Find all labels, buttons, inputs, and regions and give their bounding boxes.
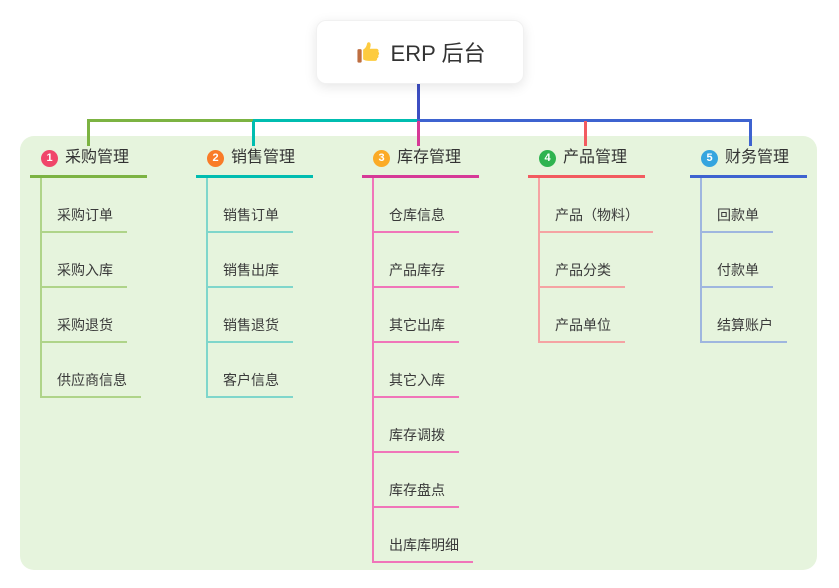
- connector-bus-green: [87, 119, 253, 122]
- connector-bus-teal: [253, 119, 417, 122]
- node-stock-transfer[interactable]: 库存调拨: [374, 398, 459, 453]
- node-settlement-account[interactable]: 结算账户: [702, 288, 787, 343]
- branch-label: 销售管理: [231, 149, 296, 166]
- node-purchase-return[interactable]: 采购退货: [42, 288, 127, 343]
- badge-5: 5: [701, 149, 718, 167]
- node-payment-bill[interactable]: 付款单: [702, 233, 773, 288]
- node-product-unit[interactable]: 产品单位: [540, 288, 625, 343]
- node-supplier-info[interactable]: 供应商信息: [42, 343, 141, 398]
- node-purchase-inbound[interactable]: 采购入库: [42, 233, 127, 288]
- connector-root-drop: [417, 84, 420, 122]
- node-sales-outbound[interactable]: 销售出库: [208, 233, 293, 288]
- branch-children: 仓库信息 产品库存 其它出库 其它入库 库存调拨 库存盘点 出库库明细: [372, 178, 479, 563]
- branch-children: 销售订单 销售出库 销售退货 客户信息: [206, 178, 313, 398]
- branch-title-purchase[interactable]: 1 采购管理: [30, 146, 147, 178]
- branch-children: 采购订单 采购入库 采购退货 供应商信息: [40, 178, 147, 398]
- node-product-category[interactable]: 产品分类: [540, 233, 625, 288]
- branch-product: 4 产品管理 产品（物料） 产品分类 产品单位: [528, 146, 653, 343]
- node-other-outbound[interactable]: 其它出库: [374, 288, 459, 343]
- background-panel: [20, 136, 817, 570]
- branch-purchase: 1 采购管理 采购订单 采购入库 采购退货 供应商信息: [30, 146, 147, 398]
- node-product-stock[interactable]: 产品库存: [374, 233, 459, 288]
- connector-drop-product: [584, 121, 587, 146]
- root-label: ERP 后台: [390, 41, 486, 66]
- node-customer-info[interactable]: 客户信息: [208, 343, 293, 398]
- branch-title-product[interactable]: 4 产品管理: [528, 146, 645, 178]
- node-sales-order[interactable]: 销售订单: [208, 178, 293, 233]
- branch-label: 库存管理: [397, 149, 462, 166]
- branch-sales: 2 销售管理 销售订单 销售出库 销售退货 客户信息: [196, 146, 313, 398]
- thumbs-up-icon: [355, 39, 381, 65]
- branch-title-inventory[interactable]: 3 库存管理: [362, 146, 479, 178]
- root-node[interactable]: ERP 后台: [316, 20, 524, 84]
- branch-inventory: 3 库存管理 仓库信息 产品库存 其它出库 其它入库 库存调拨 库存盘点 出库库…: [362, 146, 479, 563]
- badge-4: 4: [539, 149, 556, 167]
- badge-2: 2: [207, 149, 224, 167]
- node-warehouse-info[interactable]: 仓库信息: [374, 178, 459, 233]
- node-stock-count[interactable]: 库存盘点: [374, 453, 459, 508]
- node-sales-return[interactable]: 销售退货: [208, 288, 293, 343]
- connector-drop-inventory: [417, 121, 420, 146]
- branch-finance: 5 财务管理 回款单 付款单 结算账户: [690, 146, 807, 343]
- connector-bus-blue: [417, 119, 752, 122]
- branch-label: 财务管理: [725, 149, 790, 166]
- connector-drop-purchase: [87, 121, 90, 146]
- node-receipt-bill[interactable]: 回款单: [702, 178, 773, 233]
- node-purchase-order[interactable]: 采购订单: [42, 178, 127, 233]
- branch-title-sales[interactable]: 2 销售管理: [196, 146, 313, 178]
- branch-title-finance[interactable]: 5 财务管理: [690, 146, 807, 178]
- badge-1: 1: [41, 149, 58, 167]
- connector-drop-sales: [252, 121, 255, 146]
- node-inout-detail[interactable]: 出库库明细: [374, 508, 473, 563]
- branch-label: 产品管理: [563, 149, 628, 166]
- node-product-material[interactable]: 产品（物料）: [540, 178, 653, 233]
- node-other-inbound[interactable]: 其它入库: [374, 343, 459, 398]
- branch-children: 回款单 付款单 结算账户: [700, 178, 807, 343]
- branch-children: 产品（物料） 产品分类 产品单位: [538, 178, 653, 343]
- branch-label: 采购管理: [65, 149, 130, 166]
- connector-drop-finance: [749, 121, 752, 146]
- badge-3: 3: [373, 149, 390, 167]
